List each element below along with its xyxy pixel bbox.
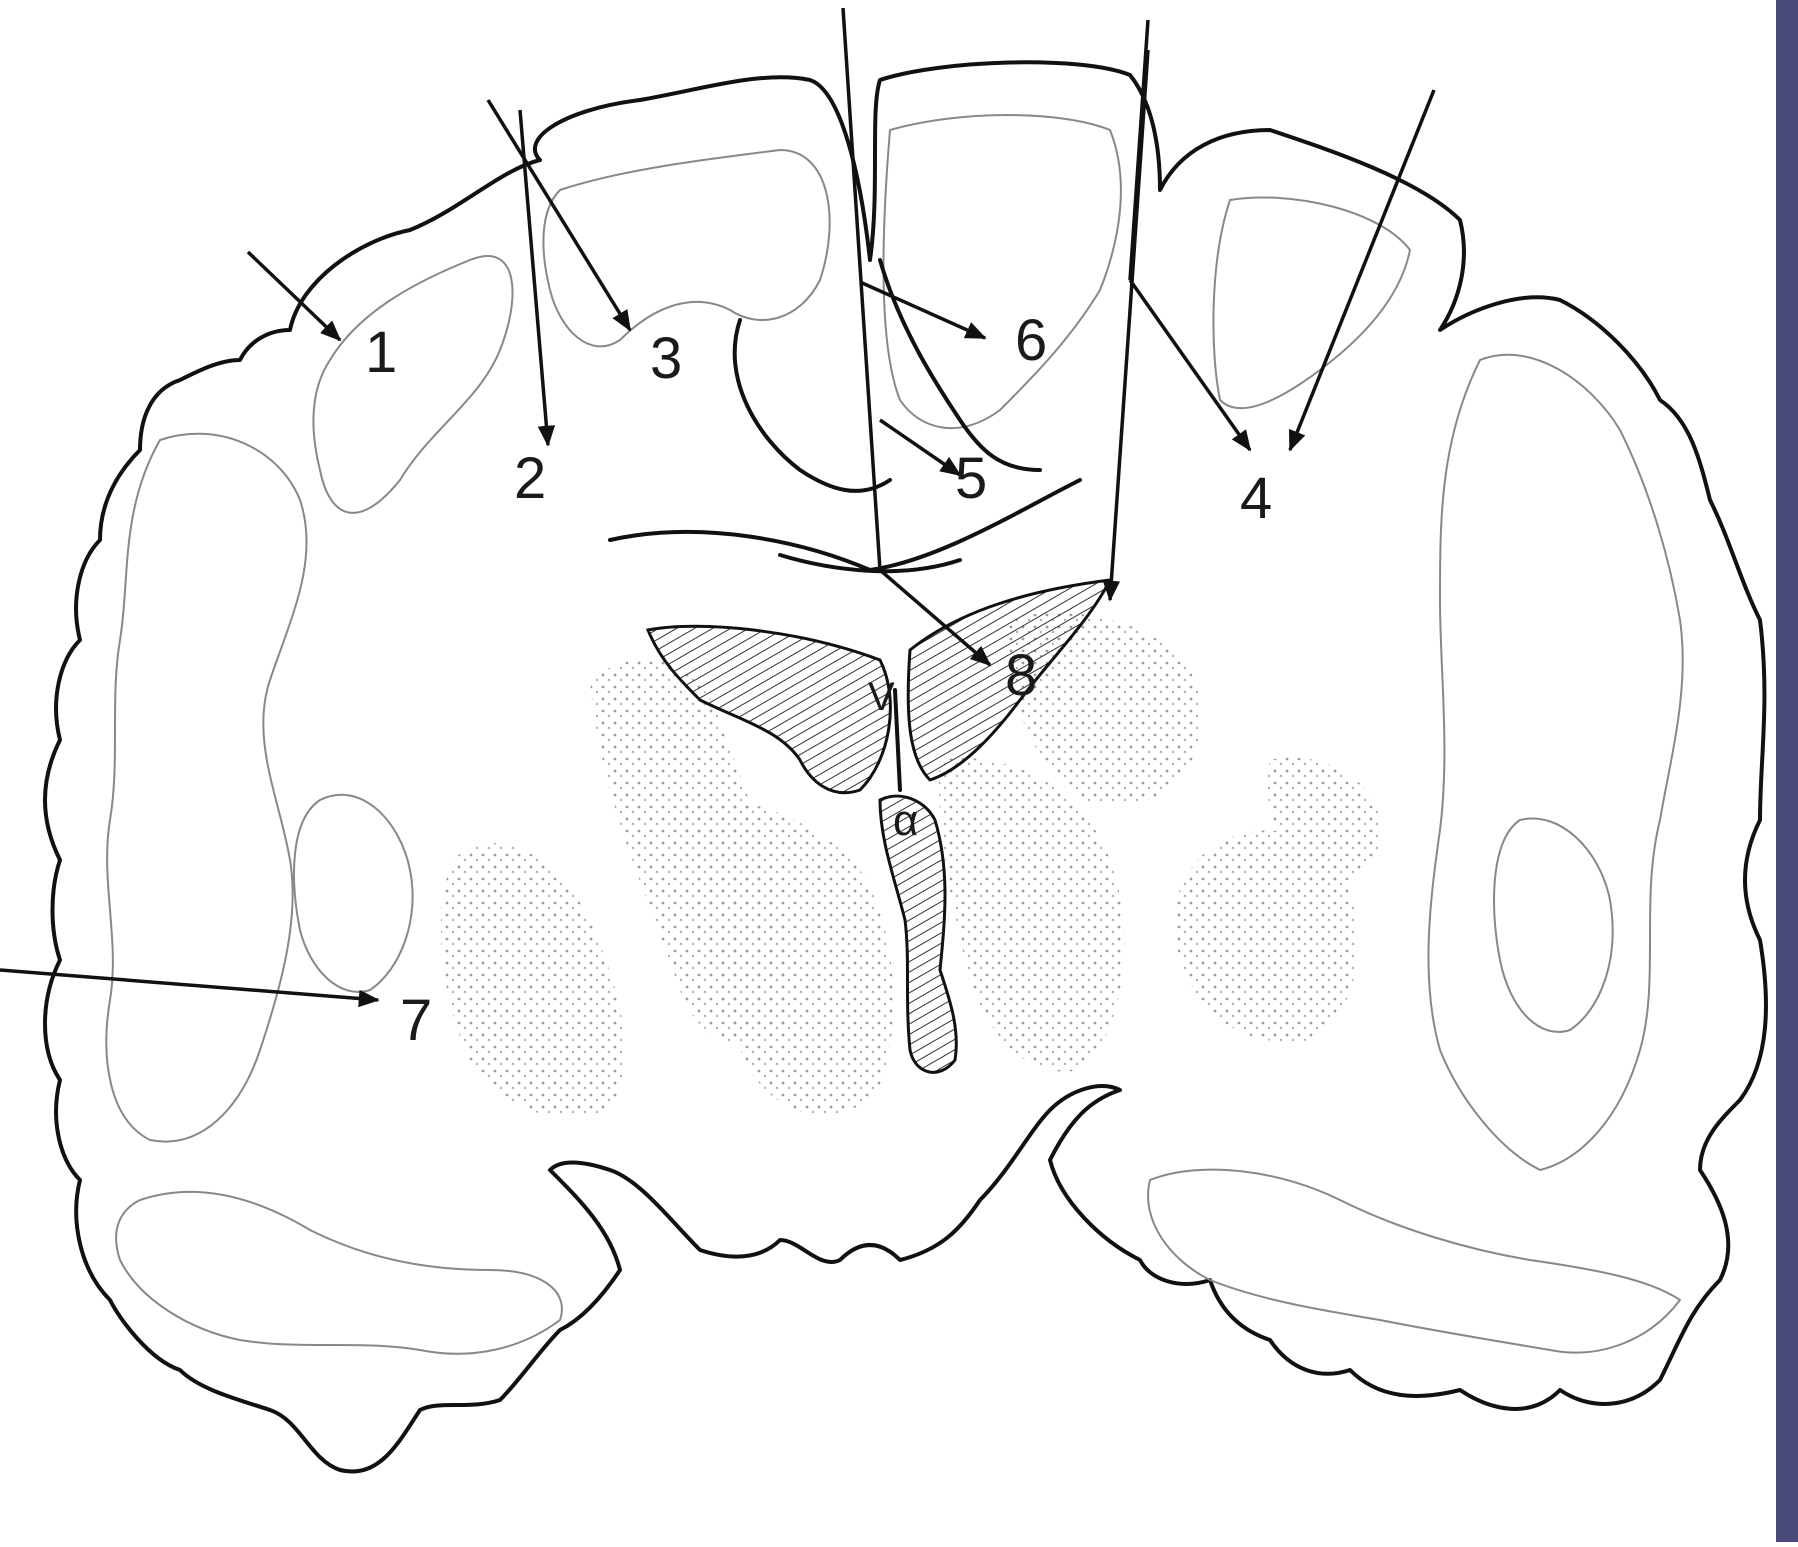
label-5: 5 <box>955 446 987 511</box>
inner-contour-left-lateral <box>106 434 306 1142</box>
right-thalamus-stipple <box>939 758 1124 1071</box>
pointer-4b <box>1130 280 1250 450</box>
inner-contour-right-frontal <box>1213 197 1410 408</box>
label-1: 1 <box>365 320 397 385</box>
left-lentiform-stipple <box>441 843 625 1118</box>
label-3: 3 <box>650 326 682 391</box>
inner-contour-left-mid <box>294 795 413 992</box>
inner-contour-right-temporal <box>1148 1170 1680 1353</box>
label-8: 8 <box>1005 643 1037 708</box>
inner-contour-right-mid <box>1494 818 1613 1031</box>
label-third-ventricle: α <box>893 796 918 845</box>
corpus-callosum-upper <box>610 480 1080 570</box>
right-edge-band <box>1776 0 1798 1542</box>
label-7: 7 <box>400 988 432 1053</box>
inner-contour-left-temporal <box>116 1192 562 1354</box>
label-6: 6 <box>1015 308 1047 373</box>
inner-contour-left-frontal <box>313 256 512 513</box>
pointer-3 <box>488 100 630 330</box>
label-2: 2 <box>514 446 546 511</box>
label-ventricle-v: V <box>868 675 895 719</box>
central-lines <box>610 260 1080 571</box>
pointer-1 <box>248 252 340 340</box>
label-4: 4 <box>1240 466 1272 531</box>
outer-cortex-contour <box>45 62 1766 1471</box>
pointer-7 <box>0 970 378 1000</box>
inner-contour-superior-left <box>543 150 829 346</box>
inner-contour-superior-right <box>883 115 1120 428</box>
inner-contour-right-lateral <box>1428 355 1682 1170</box>
pointer-4a <box>1130 20 1148 280</box>
pointer-8-right <box>1110 50 1148 600</box>
center-thalamus-stipple <box>680 798 893 1115</box>
pointer-6 <box>860 282 985 338</box>
septum-line <box>895 690 900 790</box>
